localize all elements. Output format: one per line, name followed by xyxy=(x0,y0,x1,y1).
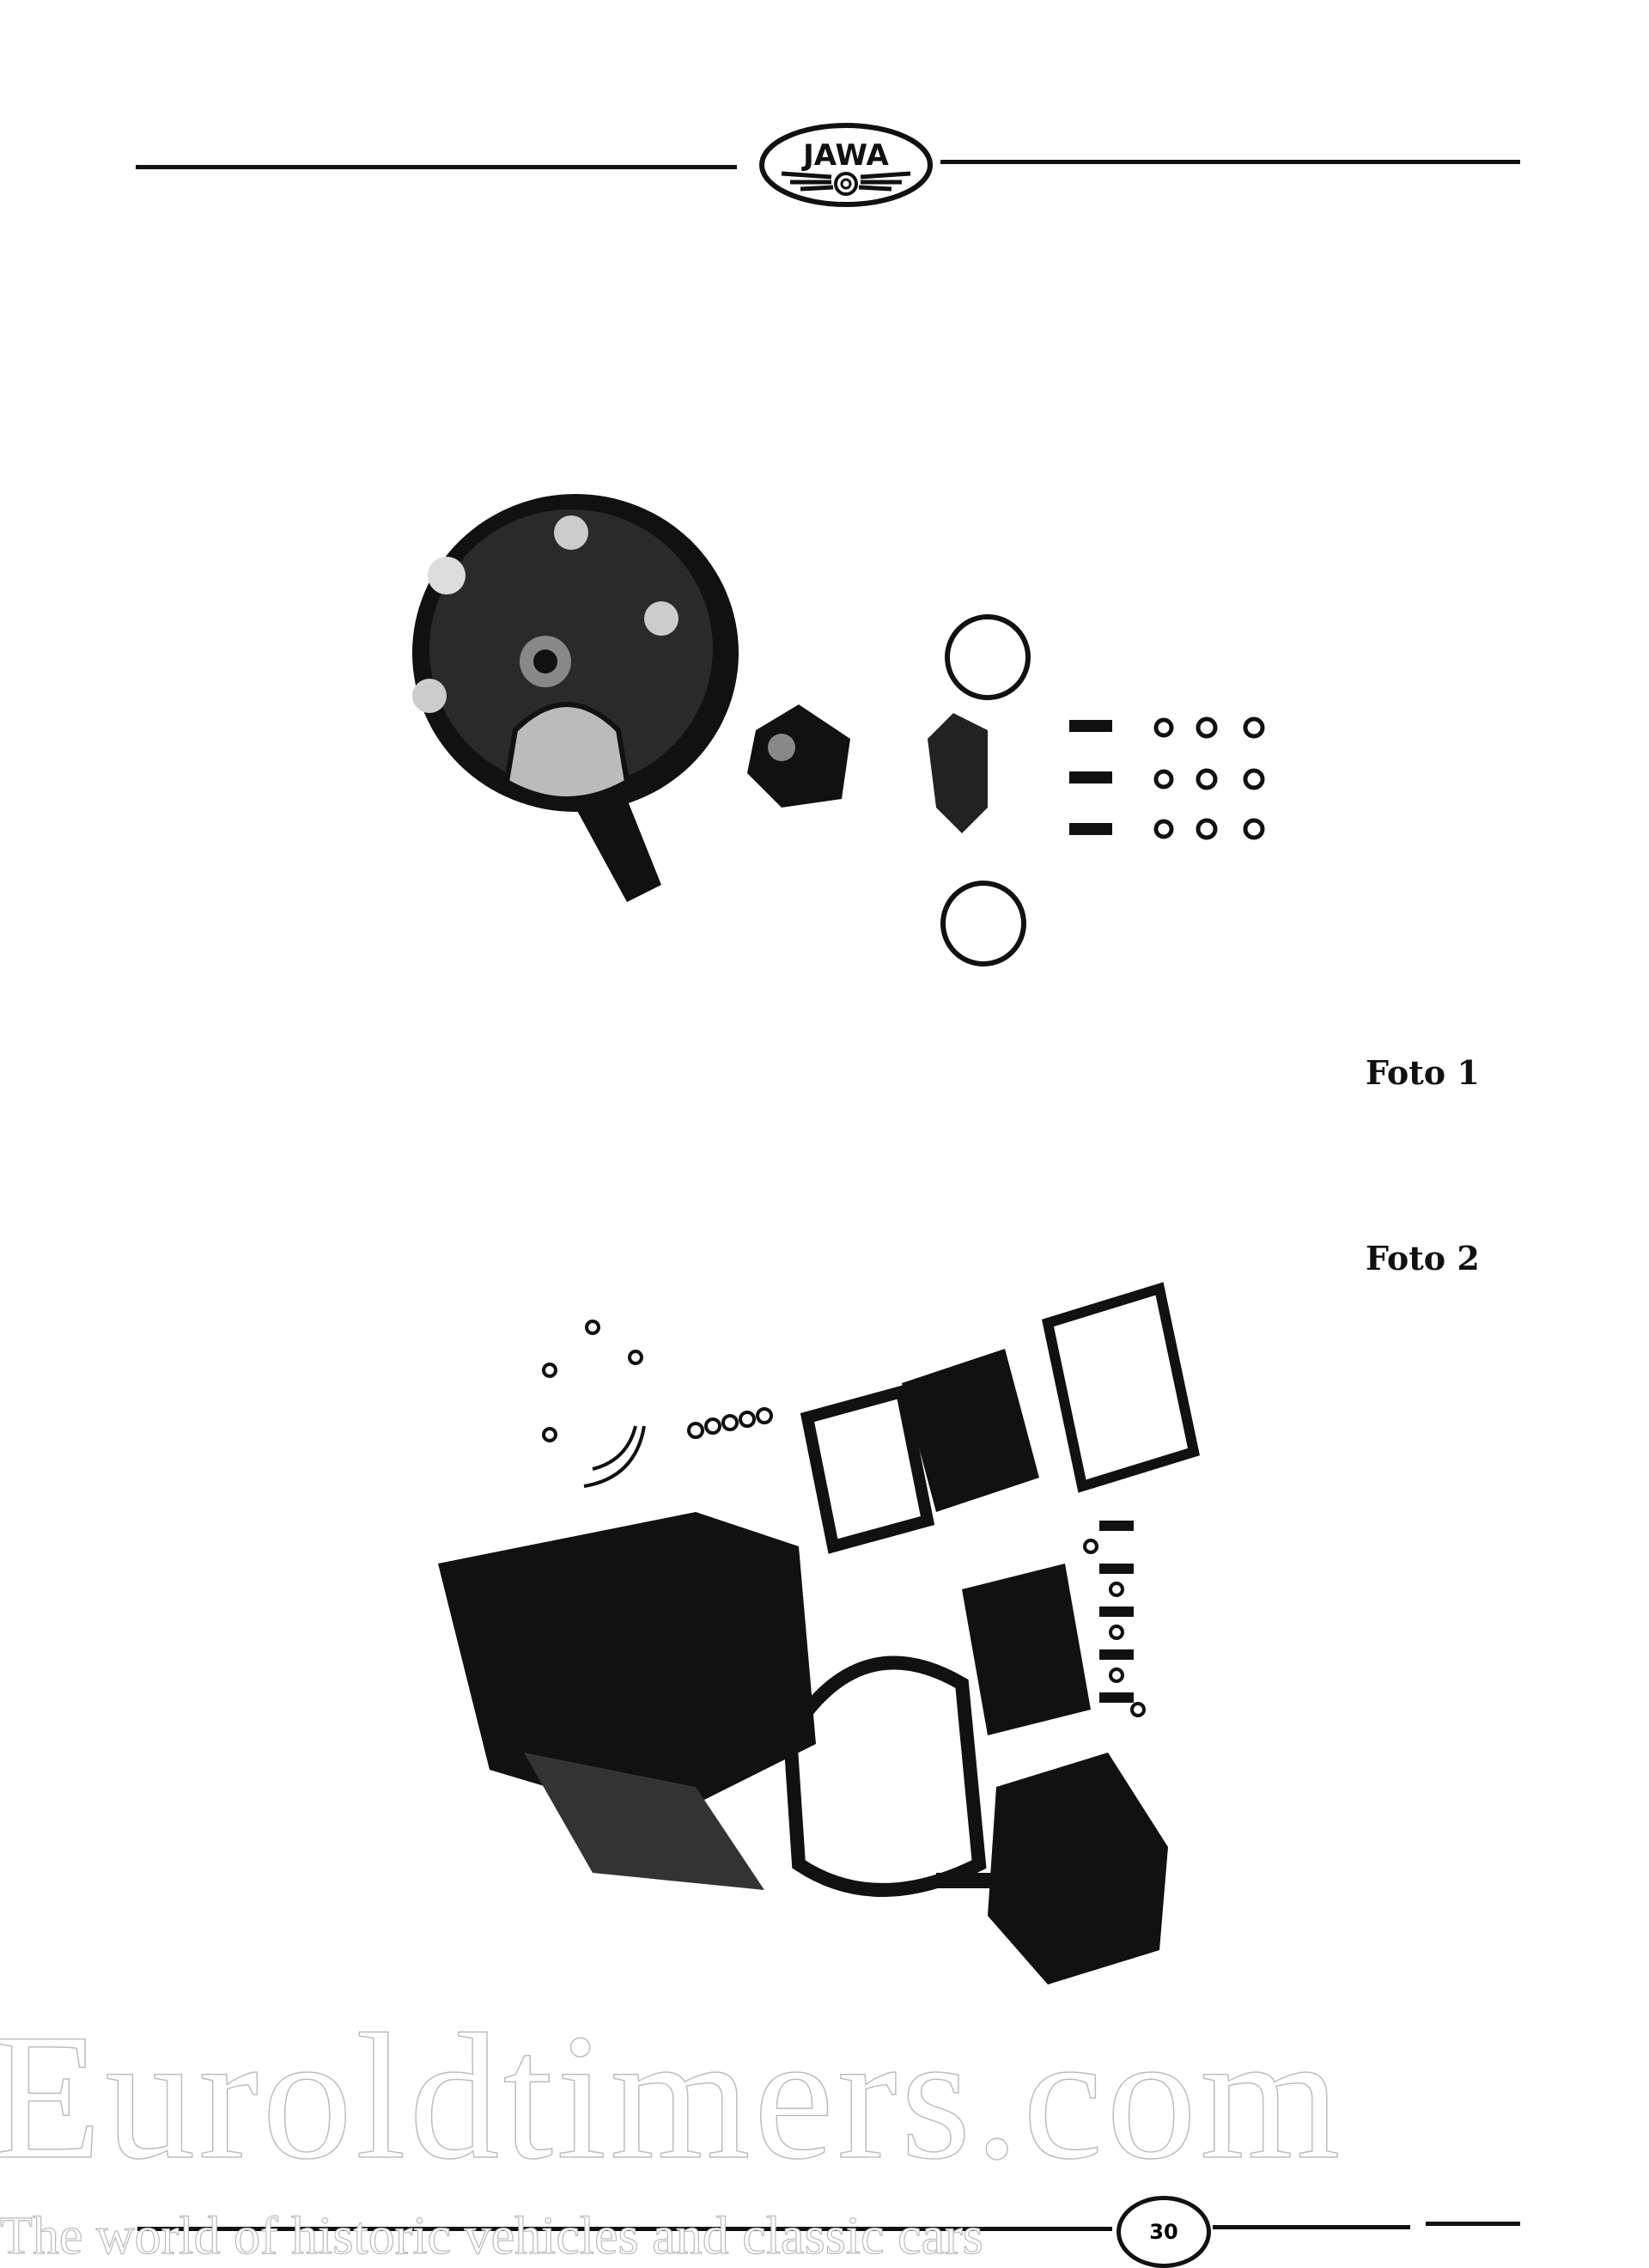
header-rule-right xyxy=(940,160,1520,164)
footer-rule-right-end xyxy=(1426,2222,1520,2226)
footer-rule-left xyxy=(137,2227,1112,2231)
page-number: 30 xyxy=(1117,2196,1211,2268)
page-number-text: 30 xyxy=(1149,2220,1178,2244)
watermark-site: Euroldtimers.com xyxy=(0,1997,1344,2197)
watermark-tagline: The world of historic vehicles and class… xyxy=(0,2207,983,2265)
caption-foto-1: Foto 1 xyxy=(1366,1053,1480,1092)
footer-rule-right xyxy=(1213,2225,1410,2229)
jawa-logo: JAWA xyxy=(759,123,933,207)
svg-text:JAWA: JAWA xyxy=(801,138,889,173)
photo-2-engine-parts xyxy=(438,1282,1200,1984)
photo-1-cylinder-head-parts xyxy=(412,494,1265,966)
caption-foto-2: Foto 2 xyxy=(1366,1239,1480,1277)
header-rule-left xyxy=(136,165,737,169)
